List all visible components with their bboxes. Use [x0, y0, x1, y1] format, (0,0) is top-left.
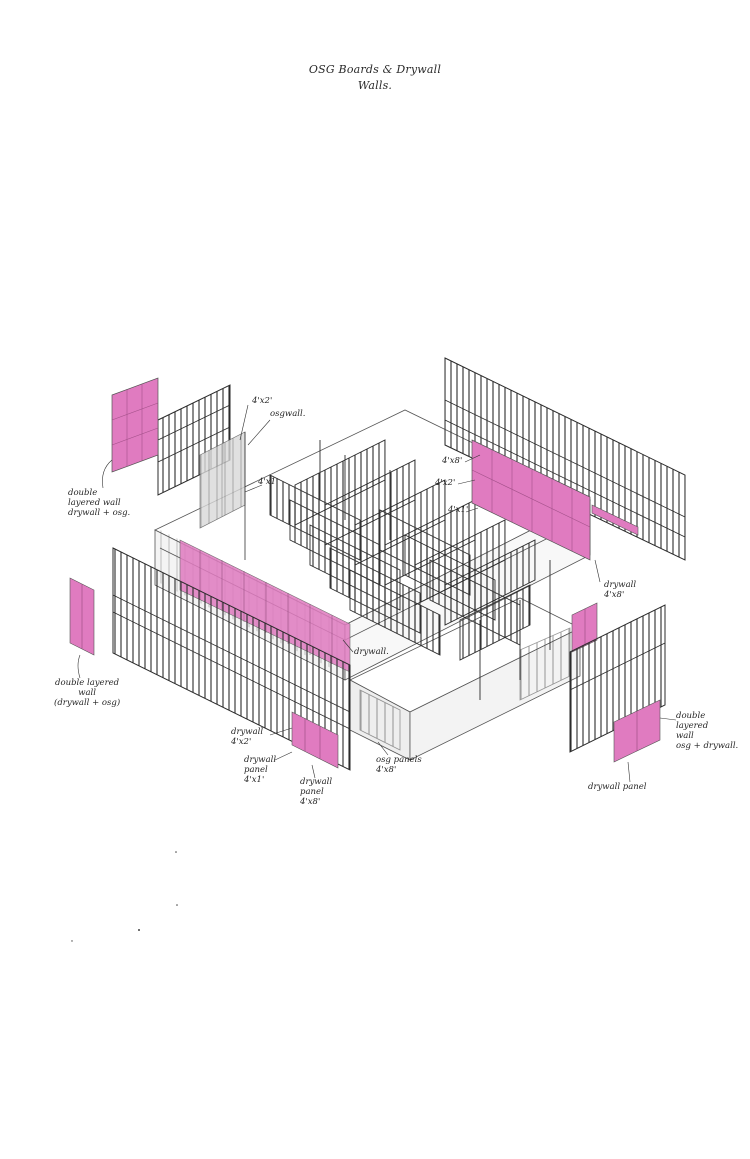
label-osg-panels-4x8: osg panels 4'x8' — [376, 755, 422, 775]
label-double-layered-wall-left: double layered wall (drywall + osg) — [54, 678, 121, 708]
label-drywall-panel-4x8: drywall panel 4'x8' — [300, 777, 333, 807]
osg-wall-panel — [199, 431, 246, 560]
back-right-stud-wall — [444, 357, 686, 561]
drawing-title-line-2: Walls. — [357, 79, 393, 92]
label-drywall-panel: drywall panel — [588, 782, 647, 792]
left-double-layered-panel — [69, 577, 95, 656]
drawing-title-line-1: OSG Boards & Drywall — [308, 63, 442, 76]
label-size-4x1-top: 4'x1' — [258, 477, 279, 487]
label-drywall-center: drywall. — [354, 647, 389, 657]
label-drywall-4x8-right: drywall 4'x8' — [604, 580, 637, 600]
front-drywall-panels — [291, 711, 339, 769]
front-left-stud-wall — [112, 547, 351, 771]
leader-lines — [77, 404, 677, 783]
label-drywall-panel-4x1: drywall panel 4'x1' — [244, 755, 277, 785]
right-small-drywall-panel — [571, 602, 598, 653]
label-osg-wall: osgwall. — [270, 409, 306, 419]
right-double-layered-panel — [613, 699, 661, 763]
label-double-layered-wall-right: double layered wall osg + drywall. — [676, 711, 739, 751]
back-right-drywall-panels — [471, 439, 639, 561]
paper-specks — [71, 851, 178, 942]
label-size-4x2-top: 4'x2' — [252, 396, 273, 406]
interior-stud-grid — [269, 439, 551, 700]
label-drywall-4x2: drywall 4'x2' — [231, 727, 264, 747]
label-double-layered-wall-top-left: double layered wall drywall + osg. — [68, 488, 131, 518]
label-size-4x8-right: 4'x8' — [442, 456, 463, 466]
top-left-double-layered-panel — [111, 377, 159, 473]
label-size-4x2-right: 4'x2' — [435, 478, 456, 488]
label-size-4x1-right: 4'x1' — [448, 505, 469, 515]
